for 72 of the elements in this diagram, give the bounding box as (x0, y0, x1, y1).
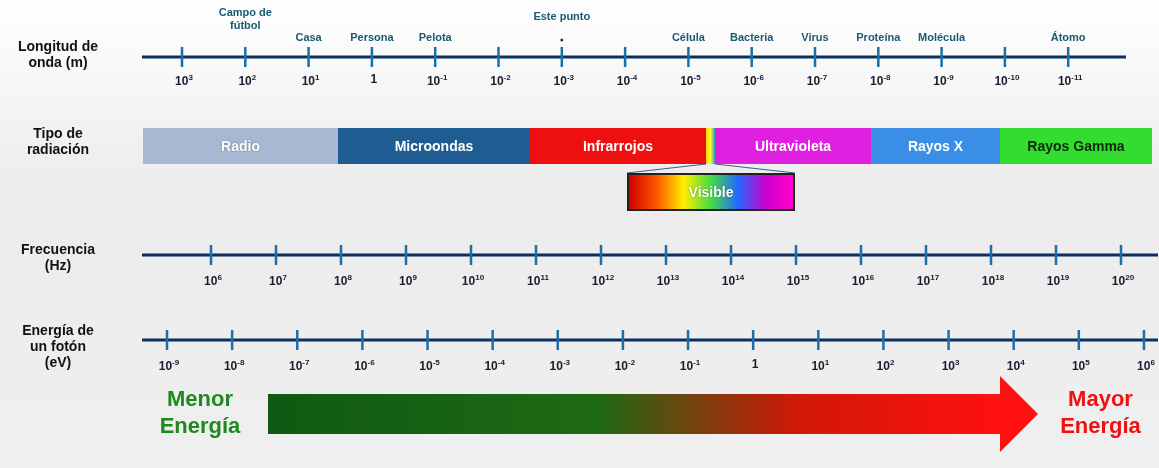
tick-label: 10$^{6}$ (1136, 358, 1156, 374)
tick-label: 10$^{-4}$ (615, 73, 639, 89)
axis-title: Frecuencia (Hz) (20, 241, 96, 274)
tick-label: 10$^{4}$ (1005, 358, 1026, 374)
tick-label: 10$^{-7}$ (805, 73, 829, 89)
tick-label: 10$^{-4}$ (483, 358, 506, 374)
tick-label: 10$^{15}$ (785, 273, 811, 289)
object-label: Este punto (532, 10, 592, 23)
tick-label: 10$^{-9}$ (932, 73, 955, 89)
radiation-band: Rayos X (871, 128, 1000, 164)
tick-label: 10$^{18}$ (980, 273, 1006, 289)
tick-label: 10$^{8}$ (333, 273, 353, 289)
tick-label: 10$^{-9}$ (157, 358, 181, 374)
tick-label: 10$^{7}$ (268, 273, 288, 289)
object-label: Célula (670, 31, 706, 44)
visible-band-strip (706, 128, 715, 164)
tick-label: 10$^{-8}$ (222, 358, 246, 374)
zoom-connector (626, 163, 796, 174)
tick-label: 10$^{-5}$ (418, 358, 441, 374)
axis-title: Energía de un fotón (eV) (21, 322, 95, 371)
tick-label: 10$^{19}$ (1045, 273, 1071, 289)
energy-label: Mayor Energía (1042, 378, 1159, 446)
tick-label: 10$^{-8}$ (869, 73, 892, 89)
radiation-band: Microondas (338, 128, 530, 164)
tick-label: 10$^{13}$ (655, 273, 681, 289)
tick-label: 10$^{-10}$ (993, 73, 1021, 89)
tick-label: 10$^{-3}$ (552, 73, 576, 89)
tick-label: 10$^{14}$ (720, 273, 746, 289)
object-label: Átomo (1049, 31, 1087, 44)
tick-label: 10$^{3}$ (174, 73, 194, 89)
object-label: Casa (294, 31, 323, 44)
tick-label: 10$^{-11}$ (1056, 73, 1084, 89)
tick-label: 10$^{-1}$ (678, 358, 702, 374)
object-label: Molécula (917, 31, 967, 44)
tick-label: 10$^{-6}$ (742, 73, 765, 89)
tick-label: 10$^{-6}$ (353, 358, 376, 374)
tick-label: 10$^{-2}$ (489, 73, 512, 89)
axis-title: Tipo de radiación (25, 125, 91, 158)
tick-label: 10$^{11}$ (526, 273, 550, 289)
tick-label: 10$^{-3}$ (548, 358, 571, 374)
tick-label: 10$^{1}$ (300, 73, 321, 89)
tick-label: 10$^{6}$ (203, 273, 223, 289)
radiation-band: Ultravioleta (715, 128, 871, 164)
tick-label: 1 (750, 358, 760, 372)
radiation-band: Rayos Gamma (1000, 128, 1152, 164)
axis-title: Longitud de onda (m) (16, 38, 100, 71)
tick-label: 10$^{1}$ (810, 358, 831, 374)
gradient-arrow (268, 376, 1038, 452)
tick-label: 10$^{5}$ (1070, 358, 1091, 374)
tick-label: 10$^{-7}$ (288, 358, 311, 374)
object-label: Persona (349, 31, 395, 44)
tick-label: 10$^{-2}$ (613, 358, 637, 374)
tick-label: 10$^{10}$ (460, 273, 486, 289)
radiation-band: Radio (143, 128, 338, 164)
tick-label: 10$^{20}$ (1110, 273, 1136, 289)
object-label: Bacteria (728, 31, 775, 44)
tick-label: 10$^{17}$ (915, 273, 941, 289)
object-label: Virus (800, 31, 830, 44)
tick-label: 1 (369, 73, 379, 87)
tick-label: 10$^{12}$ (590, 273, 616, 289)
tick-label: 10$^{16}$ (850, 273, 876, 289)
object-label: Proteína (855, 31, 902, 44)
tick-label: 10$^{9}$ (398, 273, 418, 289)
radiation-band: Infrarrojos (530, 128, 706, 164)
tick-label: 10$^{-1}$ (425, 73, 449, 89)
tick-label: 10$^{-5}$ (679, 73, 702, 89)
object-label: Campo de fútbol (217, 6, 273, 32)
object-label: Pelota (417, 31, 453, 44)
tick-label: 10$^{2}$ (237, 73, 258, 89)
tick-label: 10$^{2}$ (875, 358, 896, 374)
tick-label: 10$^{3}$ (940, 358, 961, 374)
energy-label: Menor Energía (140, 378, 260, 446)
